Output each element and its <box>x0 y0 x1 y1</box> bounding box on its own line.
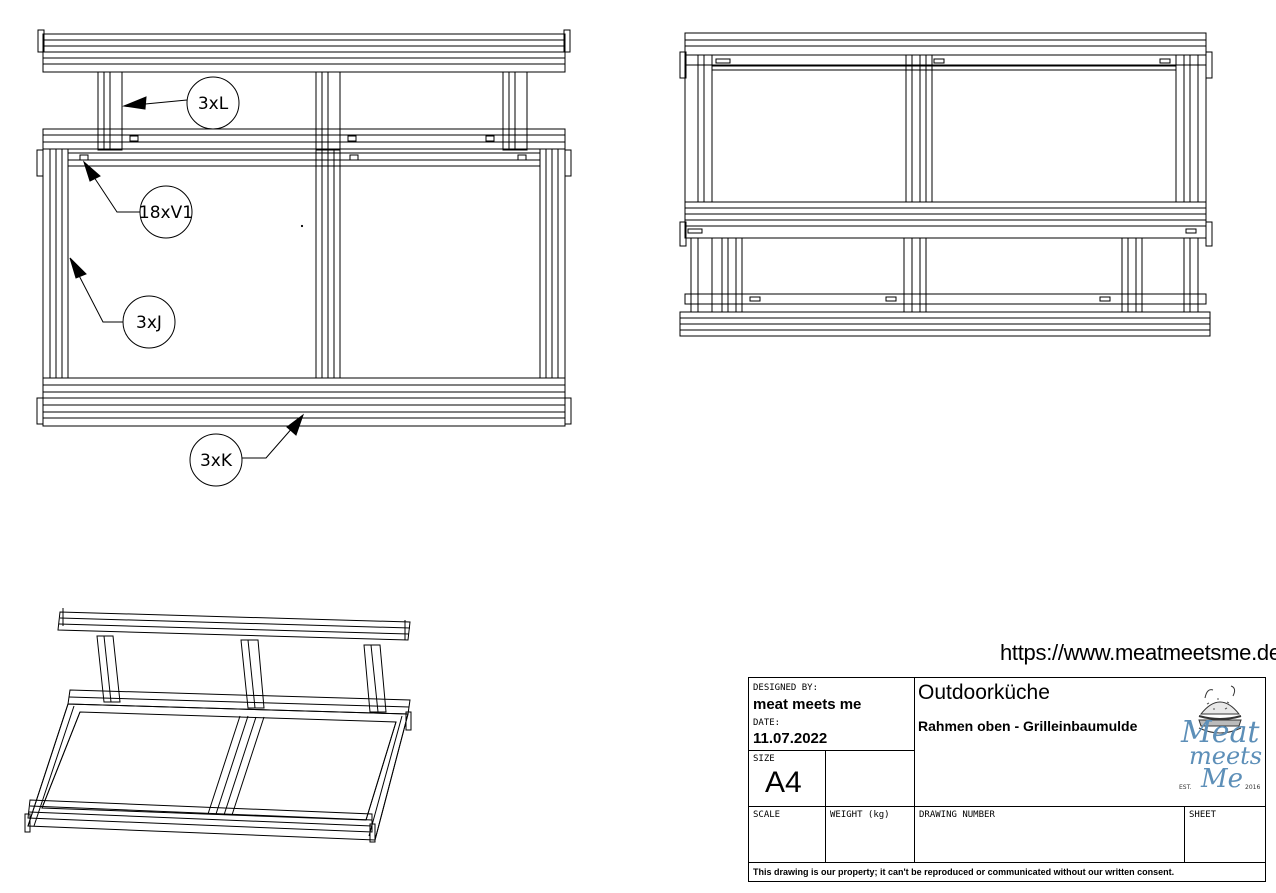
sheet-label: SHEET <box>1189 810 1217 820</box>
callout-3xj <box>69 257 176 349</box>
size-label: SIZE <box>753 754 775 764</box>
logo-est: EST. <box>1179 784 1192 791</box>
callout-label-3xk: 3xK <box>200 451 233 471</box>
callout-label-18xv1: 18xV1 <box>139 203 193 223</box>
designed-by-value: meat meets me <box>753 696 862 713</box>
meat-meets-me-logo: Meat meets Me EST. 2016 <box>1177 682 1263 802</box>
drawing-subtitle: Rahmen oben - Grilleinbaumulde <box>918 718 1138 734</box>
logo-line-3: Me <box>1201 764 1244 794</box>
callout-label-3xl: 3xL <box>198 94 229 114</box>
website-url[interactable]: https://www.meatmeetsme.de <box>1000 640 1276 665</box>
notice-cell: This drawing is our property; it can't b… <box>749 864 1265 881</box>
copyright-notice: This drawing is our property; it can't b… <box>753 867 1175 877</box>
callout-18xv1 <box>82 160 193 239</box>
burger-icon <box>1198 685 1242 734</box>
logo-line-2: meets <box>1189 742 1263 770</box>
size-value: A4 <box>765 766 802 799</box>
logo-line-1: Meat <box>1181 715 1260 750</box>
callout-3xl <box>122 76 240 130</box>
scale-cell: SCALE <box>749 807 826 863</box>
isometric-view <box>24 608 412 843</box>
scale-label: SCALE <box>753 810 781 820</box>
weight-cell: WEIGHT (kg) <box>826 807 915 863</box>
date-value: 11.07.2022 <box>753 730 828 747</box>
drawing-number-label: DRAWING NUMBER <box>919 810 995 820</box>
drawing-number-cell: DRAWING NUMBER <box>915 807 1185 863</box>
designer-cell: DESIGNED BY: meat meets me DATE: 11.07.2… <box>749 678 915 751</box>
logo-year: 2016 <box>1245 784 1261 791</box>
date-label: DATE: <box>753 718 781 728</box>
callout-label-3xj: 3xJ <box>136 313 162 333</box>
weight-label: WEIGHT (kg) <box>830 810 890 820</box>
callout-3xk <box>189 413 305 487</box>
drawing-title: Outdoorküche <box>918 681 1050 704</box>
title-cell: Outdoorküche Rahmen oben - Grilleinbaumu… <box>915 678 1265 807</box>
sheet-cell: SHEET <box>1185 807 1265 863</box>
size-spare-cell <box>826 751 915 807</box>
title-block: DESIGNED BY: meat meets me DATE: 11.07.2… <box>748 677 1266 882</box>
top-view-left <box>36 29 572 427</box>
size-cell: SIZE A4 <box>749 751 826 807</box>
designed-by-label: DESIGNED BY: <box>753 683 819 693</box>
front-view-right <box>679 32 1213 337</box>
